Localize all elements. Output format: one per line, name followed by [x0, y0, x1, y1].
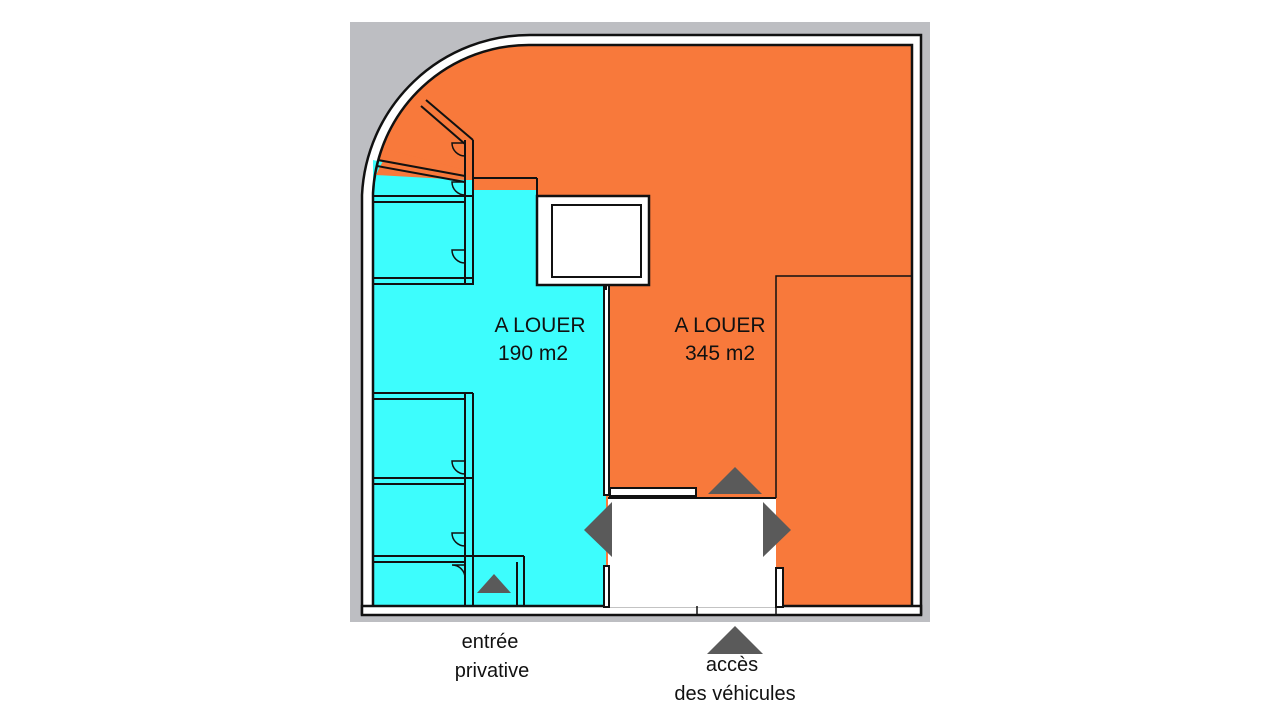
private-entry-icon — [477, 574, 511, 593]
bay-wall-stub — [609, 487, 697, 497]
triangle-left-icon — [584, 502, 612, 557]
inner-wall — [371, 43, 914, 607]
vehicle-bay — [608, 498, 776, 607]
left-rooms — [373, 99, 538, 607]
private-entry-line2: privative — [455, 660, 529, 682]
private-entry-line1: entrée — [462, 631, 519, 653]
vehicle-access-line1: accès — [706, 654, 758, 676]
triangle-right-icon — [763, 502, 791, 557]
vehicle-access-line2: des véhicules — [674, 683, 795, 705]
unit-left-title: A LOUER — [494, 314, 585, 337]
right-inner-room — [775, 275, 912, 498]
core-room-inner — [551, 204, 642, 278]
unit-divider — [603, 284, 610, 496]
unit-divider-low — [603, 565, 610, 608]
door-swings — [451, 142, 466, 579]
unit-left-zone — [373, 160, 606, 607]
unit-right-area: 345 m2 — [685, 342, 755, 365]
unit-right-title: A LOUER — [674, 314, 765, 337]
bay-right-stub — [775, 567, 784, 608]
triangle-up-icon — [708, 467, 762, 494]
vehicle-entry-icon — [707, 626, 763, 654]
unit-left-area: 190 m2 — [498, 342, 568, 365]
bottom-wall — [360, 604, 923, 617]
